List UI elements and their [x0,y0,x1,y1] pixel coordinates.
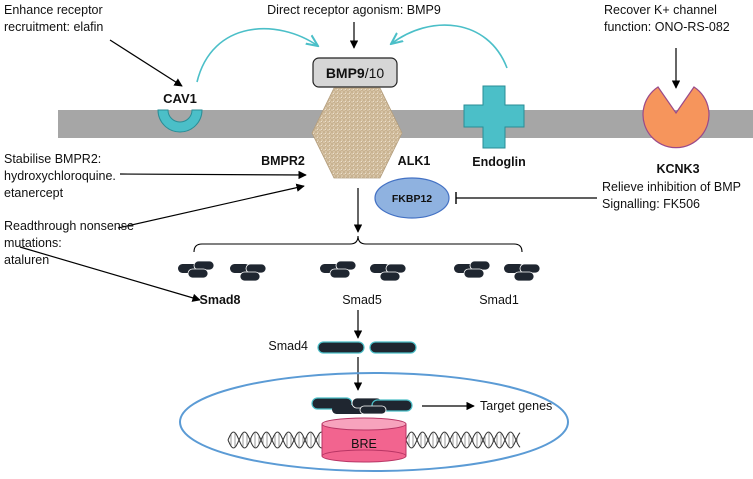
elafin-arrow [109,39,183,87]
fkbp12-ellipse [374,177,450,219]
smad5-label: Smad5 [342,293,382,307]
alk1-label: ALK1 [398,154,431,168]
cav1-to-bmp-arrow [196,28,318,83]
endoglin-to-bmp-arrow [391,24,508,69]
endoglin-shape [463,85,525,149]
kcnk3-label: KCNK3 [656,162,699,176]
nuclear-smad-complex [311,397,413,415]
cav1-shape [157,109,203,133]
stabilise-annotation: Stabilise BMPR2:hydroxychloroquine.etane… [4,152,116,200]
smad4-complex [317,341,417,354]
kcnk3-shape [642,86,710,149]
readthrough-arrow-down [19,246,201,302]
stabilise-arrow [119,170,307,180]
cav1-label: CAV1 [163,91,197,106]
direct-agonism-annotation: Direct receptor agonism: BMP9 [267,3,441,17]
smad5-complex [320,260,407,282]
smad-brace [193,235,523,253]
smad1-label: Smad1 [479,293,519,307]
dna-helix [227,431,521,449]
target-genes-label: Target genes [480,399,552,413]
smad4-label: Smad4 [268,339,308,353]
smad1-complex [454,260,541,282]
bre-label: BRE [351,437,377,451]
bmpr2-alk1-receptor [311,87,403,179]
bmp9-10-label: BMP9/10 [326,65,385,81]
smad8-label: Smad8 [200,293,241,307]
endoglin-label: Endoglin [472,155,525,169]
bre-cylinder [321,417,407,463]
smad8-complex [178,260,267,282]
readthrough-arrow-up [117,183,305,229]
fkbp12-label: FKBP12 [392,193,432,205]
nucleus [179,372,569,472]
bmpr2-label: BMPR2 [261,154,305,168]
bmp9-10-box [312,57,398,88]
